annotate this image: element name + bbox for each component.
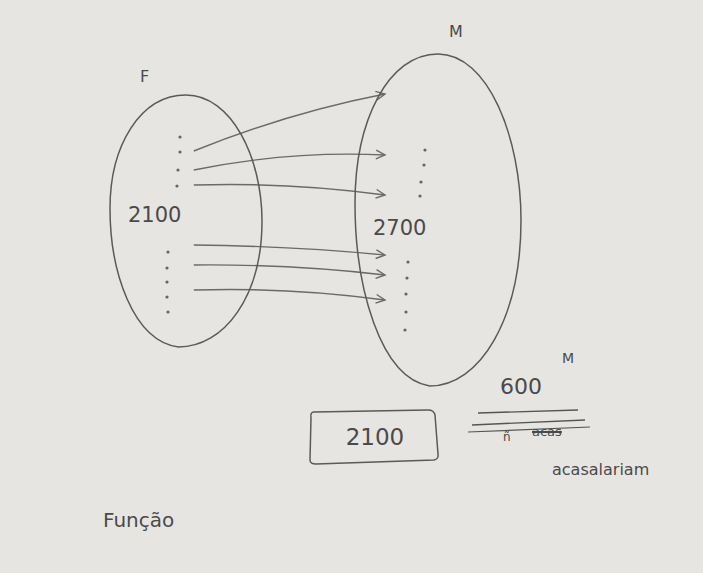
function-note: Função [103, 508, 174, 532]
mapping-arrow [194, 150, 385, 170]
set-name: F [140, 67, 149, 86]
set-count: 2700 [373, 216, 426, 240]
answer-value: 2100 [346, 424, 405, 450]
note-word: acasalariam [552, 460, 649, 479]
struck-word: acas [532, 424, 562, 439]
set-name: M [449, 22, 463, 41]
superscript-letter: M [562, 350, 574, 366]
answer-box: 2100 [308, 408, 442, 466]
abbreviation: ñ [503, 430, 511, 444]
note-number: 600 [500, 374, 542, 399]
set-oval: F2100 [108, 93, 264, 349]
mapping-arrow [194, 245, 385, 258]
mapping-arrow [194, 184, 385, 198]
mapping-arrow [194, 265, 385, 278]
mapping-arrow [194, 91, 385, 151]
set-count: 2100 [128, 203, 181, 227]
mapping-arrow [194, 289, 385, 303]
set-oval: M2700 [353, 52, 523, 388]
